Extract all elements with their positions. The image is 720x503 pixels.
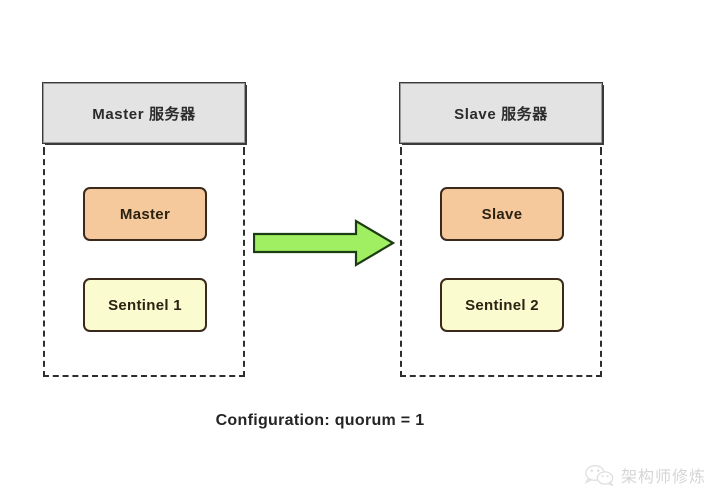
node-sentinel-1: Sentinel 1 (83, 278, 207, 332)
server-group-slave-body: Slave Sentinel 2 (400, 147, 602, 377)
server-group-master-body: Master Sentinel 1 (43, 147, 245, 377)
server-group-slave-header-label: Slave 服务器 (454, 105, 548, 123)
wechat-logo-icon (584, 465, 614, 486)
server-group-slave: Slave 服务器 Slave Sentinel 2 (400, 83, 602, 377)
node-master-label: Master (119, 205, 171, 223)
node-sentinel-2: Sentinel 2 (440, 278, 564, 332)
node-sentinel-2-label: Sentinel 2 (465, 296, 539, 314)
right-arrow-icon (252, 219, 396, 267)
node-slave: Slave (440, 187, 564, 241)
replication-arrow (252, 218, 396, 268)
node-master: Master (83, 187, 207, 241)
server-group-master: Master 服务器 Master Sentinel 1 (43, 83, 245, 377)
node-slave-label: Slave (481, 205, 523, 223)
node-sentinel-1-label: Sentinel 1 (108, 296, 182, 314)
watermark-text: 架构师修炼 (620, 469, 706, 486)
server-group-master-header-label: Master 服务器 (92, 105, 196, 123)
configuration-caption: Configuration: quorum = 1 (215, 412, 425, 429)
server-group-master-header: Master 服务器 (43, 83, 245, 143)
server-group-slave-header: Slave 服务器 (400, 83, 602, 143)
watermark: 架构师修炼 (584, 463, 706, 487)
